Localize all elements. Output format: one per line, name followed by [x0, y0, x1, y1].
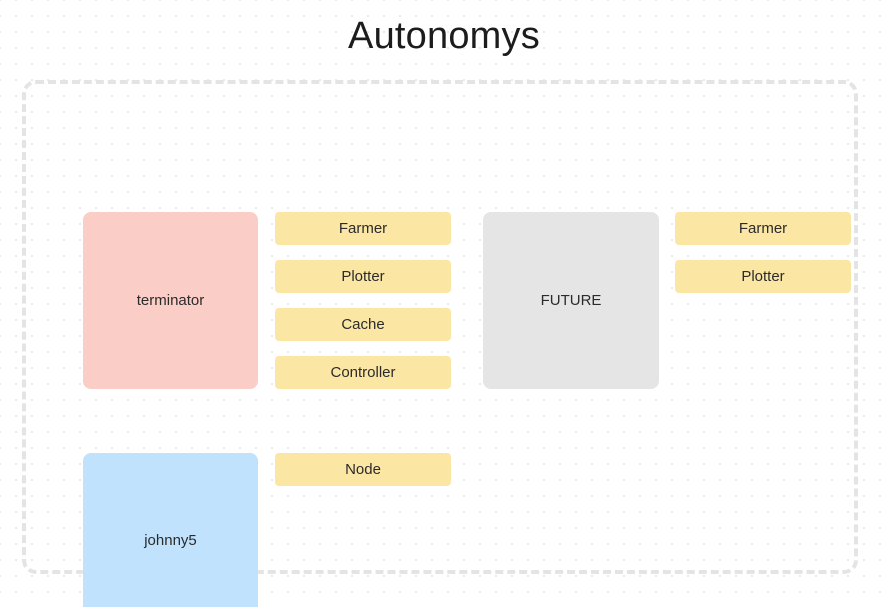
page-title: Autonomys — [348, 15, 540, 57]
service-pill-johnny5-node[interactable]: Node — [275, 453, 451, 486]
service-pill-terminator-plotter[interactable]: Plotter — [275, 260, 451, 293]
host-box-johnny5[interactable]: johnny5 — [83, 453, 258, 607]
service-pill-future-plotter[interactable]: Plotter — [675, 260, 851, 293]
host-box-future[interactable]: FUTURE — [483, 212, 659, 389]
autonomys-group-container: terminator Farmer Plotter Cache Controll… — [22, 80, 858, 607]
service-pill-terminator-farmer[interactable]: Farmer — [275, 212, 451, 245]
service-pill-terminator-controller[interactable]: Controller — [275, 356, 451, 389]
host-box-terminator[interactable]: terminator — [83, 212, 258, 389]
service-pill-future-farmer[interactable]: Farmer — [675, 212, 851, 245]
service-pill-terminator-cache[interactable]: Cache — [275, 308, 451, 341]
